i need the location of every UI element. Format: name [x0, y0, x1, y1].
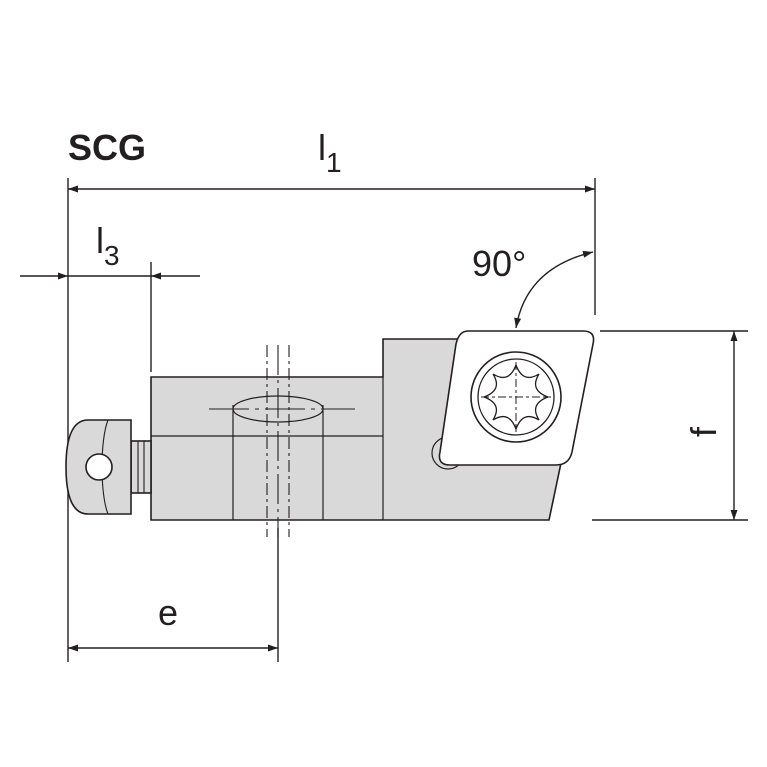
- dimension-angle: [514, 250, 594, 329]
- label-e: e: [158, 592, 178, 633]
- label-l1: l1: [318, 127, 342, 178]
- coupling-hole: [85, 453, 113, 481]
- center-lines: [209, 345, 355, 537]
- label-angle: 90°: [472, 243, 526, 284]
- coupling-neck: [130, 440, 152, 494]
- extension-lines: [67, 178, 748, 662]
- cutting-insert: [438, 330, 595, 466]
- label-f: f: [683, 426, 724, 437]
- coupling-end: [65, 419, 152, 515]
- drawing-title: SCG: [68, 127, 146, 168]
- label-l3: l3: [96, 220, 120, 271]
